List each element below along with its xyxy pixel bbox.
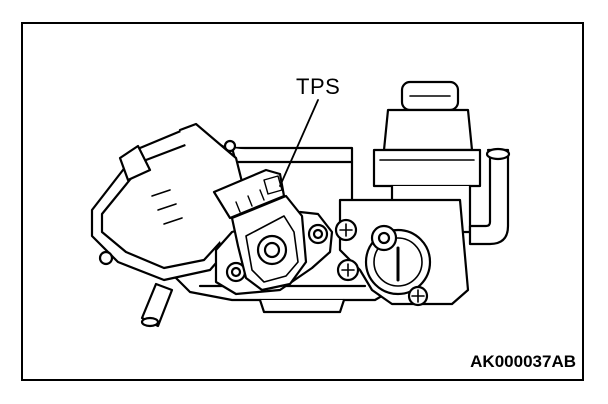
callout-leader-line — [279, 99, 319, 187]
idle-air-control-valve — [372, 80, 482, 234]
pipe-stub — [140, 282, 174, 328]
tps-sensor — [212, 168, 308, 292]
dashpot-actuator — [90, 122, 248, 282]
figure-id: AK000037AB — [470, 352, 576, 371]
screw-icon — [334, 218, 360, 282]
side-cover — [338, 198, 470, 307]
hose-nipple — [468, 147, 511, 246]
tps-callout-label: TPS — [296, 74, 341, 99]
